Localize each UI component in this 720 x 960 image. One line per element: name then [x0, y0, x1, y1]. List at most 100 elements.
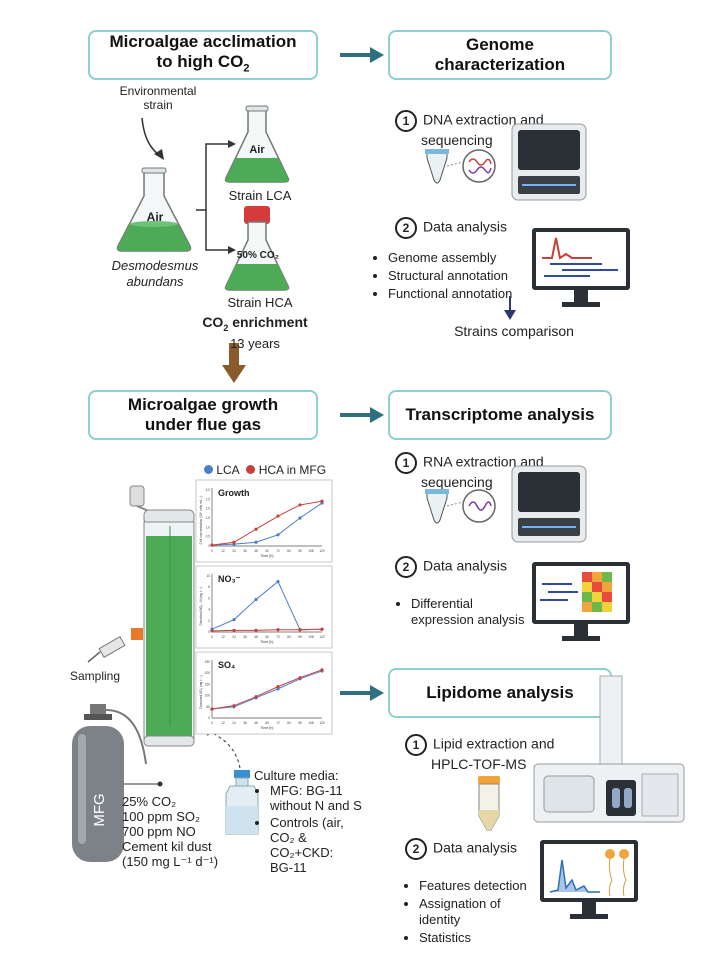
species-line2: abundans [126, 274, 184, 289]
flask-air-label: Air [146, 210, 164, 224]
chart-y-label: Dissolved NO₃⁻-N (mg L⁻¹) [199, 587, 203, 626]
enrichment-rest: enrichment [228, 314, 308, 330]
chart-x-tick-label: 120 [319, 549, 325, 553]
chart-x-tick-label: 96 [298, 635, 302, 639]
media-b2-l3: BG-11 [270, 860, 307, 875]
chart-point [232, 704, 236, 708]
transcriptome-step1-line2: sequencing [421, 474, 493, 490]
chart-y-tick-label: 2.0 [206, 507, 211, 511]
growth-title-line2: under flue gas [144, 415, 262, 434]
rna-tube-icon [425, 489, 496, 524]
genome-title-line1: Genome [465, 35, 534, 54]
genome-bullet: Functional annotation [388, 286, 532, 302]
chart-point [254, 695, 258, 699]
falcon-tube-icon [478, 776, 500, 831]
chart-x-label: Time (h) [261, 726, 274, 730]
enrichment-sub: 2 [223, 322, 229, 333]
chart-point [232, 540, 236, 544]
environmental-strain-label: Environmental strain [108, 84, 208, 112]
chart-y-tick-label: 200 [205, 671, 211, 675]
chart-x-tick-label: 12 [221, 721, 225, 725]
lipidome-step1-line2: HPLC-TOF-MS [431, 756, 527, 772]
chart-y-tick-label: 1.5 [206, 516, 211, 520]
genome-step1-line2: sequencing [421, 132, 493, 148]
gas-line: 25% CO₂ [122, 794, 177, 809]
hplc-ms-icon [533, 675, 685, 823]
chart-title: NO₃⁻ [218, 574, 241, 584]
co2-enrichment-label: CO2 enrichment [190, 314, 320, 336]
chart-y-tick-label: 0 [208, 630, 210, 634]
sequencer-icon-transcriptome [511, 465, 587, 543]
media-b2-l1: Controls (air, [270, 815, 344, 830]
genome-step2-num: 2 [395, 217, 417, 239]
genome-step1-line1: DNA extraction and [423, 111, 544, 128]
monitor-lipidome-icon [540, 840, 638, 919]
env-line2: strain [143, 98, 173, 112]
years-label: 13 years [230, 336, 280, 351]
sampling-label: Sampling [70, 669, 121, 683]
monitor-genome-icon [532, 228, 630, 307]
chart-x-tick-label: 108 [308, 721, 314, 725]
chart-x-tick-label: 120 [319, 635, 325, 639]
chart-point [210, 707, 214, 711]
genome-title-line2: characterization [434, 55, 566, 74]
chart-y-label: Dissolved SO₄ (mg L⁻¹) [199, 675, 203, 708]
strain-lca-label: Strain LCA [228, 188, 292, 203]
chart-x-tick-label: 84 [287, 721, 291, 725]
chart-x-tick-label: 36 [243, 721, 247, 725]
lipidome-bullet: Statistics [419, 930, 543, 946]
chart-x-tick-label: 84 [287, 635, 291, 639]
chart-y-label: Cell concentration (10⁶ cells mL⁻¹) [199, 496, 203, 545]
transcriptome-step1-line1: RNA extraction and [423, 453, 544, 470]
acclimation-title-sub: 2 [243, 62, 250, 75]
chart-point [320, 668, 324, 672]
arrow-growth-to-transcriptome [340, 407, 384, 423]
chart-x-tick-label: 60 [265, 549, 269, 553]
chart-x-label: Time (h) [261, 640, 274, 644]
chart-x-tick-label: 96 [298, 721, 302, 725]
gas-composition: 25% CO₂ 100 ppm SO₂ 700 ppm NO Cement ki… [122, 794, 242, 869]
transcriptome-bullet-line1: Differential [411, 596, 473, 611]
flask-hca-icon [224, 206, 290, 291]
acclimation-title-line1: Microalgae acclimation [109, 31, 297, 51]
gas-line: 700 ppm NO [122, 824, 196, 839]
chart-x-tick-label: 0 [211, 549, 213, 553]
legend-hca-dot [246, 465, 256, 474]
chart-point [254, 628, 258, 632]
lipidome-step1-num: 1 [405, 734, 427, 756]
chart-point [298, 516, 302, 520]
chart-y-tick-label: 3.0 [206, 488, 211, 492]
media-b1-l2: without N and S [270, 798, 362, 813]
genome-title-box: Genome characterization [388, 30, 612, 80]
chart-x-tick-label: 96 [298, 549, 302, 553]
chart-x-tick-label: 60 [265, 635, 269, 639]
strain-hca-label: Strain HCA [227, 295, 293, 310]
chart-x-tick-label: 72 [276, 721, 280, 725]
chart-x-tick-label: 48 [254, 721, 258, 725]
chart-point [232, 628, 236, 632]
acclimation-title-line2: to high CO [156, 51, 244, 71]
syringe-icon [87, 635, 126, 663]
chart-point [276, 580, 280, 584]
chart-series-line [211, 500, 323, 546]
chart-point [254, 597, 258, 602]
chart-title: Growth [218, 488, 250, 498]
chart-x-tick-label: 48 [254, 549, 258, 553]
sampling-port [131, 628, 143, 640]
chart-y-tick-label: 100 [205, 694, 211, 698]
genome-bullets: Genome assembly Structural annotation Fu… [372, 250, 532, 304]
chart-series-line [211, 628, 323, 632]
chart-y-tick-label: 6 [208, 596, 210, 600]
flask-lca-icon [224, 105, 290, 183]
chart-point [276, 533, 280, 537]
chart-y-tick-label: 2 [208, 619, 210, 623]
chart-point [298, 628, 302, 632]
gas-line: Cement kil dust [122, 839, 212, 854]
chart-title: SO₄ [218, 660, 235, 670]
